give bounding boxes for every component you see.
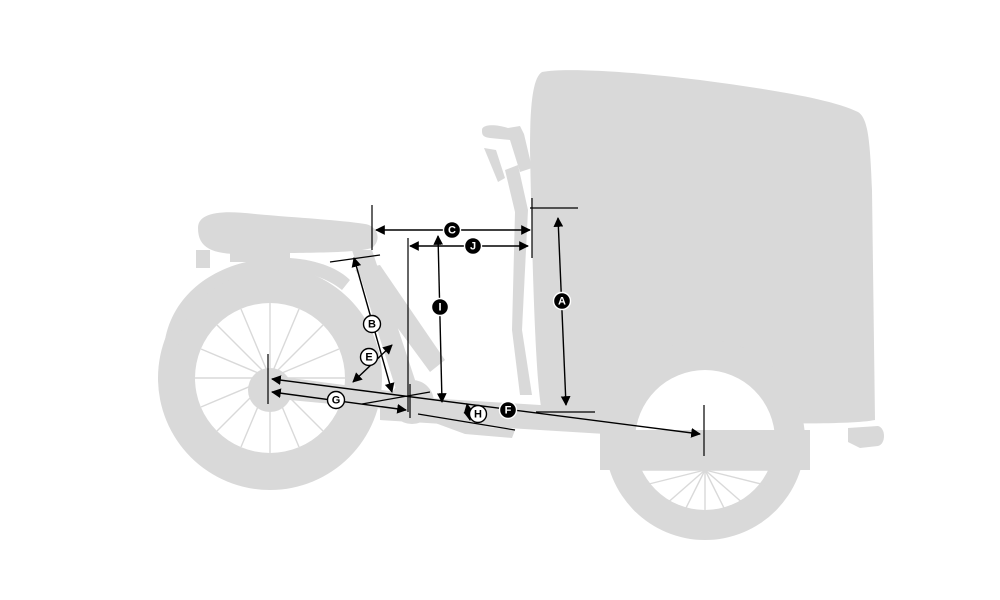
svg-text:G: G <box>332 395 341 407</box>
handlebar <box>482 125 532 172</box>
rear-light <box>196 250 210 268</box>
brake-lever <box>484 148 505 182</box>
svg-text:H: H <box>474 409 482 421</box>
svg-text:B: B <box>368 319 376 331</box>
dimension-badges: A B C E F G H I <box>326 220 572 424</box>
badge-H: H <box>468 404 488 424</box>
badge-A: A <box>552 291 572 311</box>
svg-text:I: I <box>438 302 441 314</box>
rear-fender <box>165 257 350 345</box>
dimension-F <box>267 354 705 456</box>
dimension-I <box>433 235 447 403</box>
bike-silhouette <box>158 70 884 540</box>
rear-rack <box>230 252 290 262</box>
badge-G: G <box>326 390 346 410</box>
front-light <box>848 426 884 448</box>
badge-B: B <box>362 314 382 334</box>
seat <box>198 212 378 255</box>
badge-F: F <box>498 400 518 420</box>
front-wheel-spokes <box>640 469 770 511</box>
badge-J: J <box>463 236 483 256</box>
steering-column <box>505 165 532 395</box>
svg-text:E: E <box>365 352 372 364</box>
svg-text:C: C <box>448 225 456 237</box>
svg-text:J: J <box>470 241 476 253</box>
cargo-box <box>530 70 875 424</box>
badge-C: C <box>442 220 462 240</box>
badge-E: E <box>359 347 379 367</box>
svg-text:A: A <box>558 296 566 308</box>
badge-I: I <box>430 297 450 317</box>
svg-text:F: F <box>505 405 512 417</box>
